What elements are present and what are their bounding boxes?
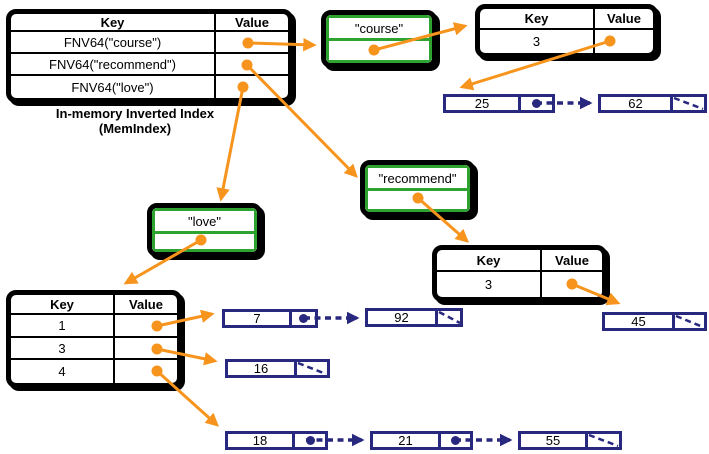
list-node-45-value: 45 — [605, 314, 675, 329]
list-node-92-value: 92 — [368, 310, 438, 325]
bucket-recommend: "recommend" — [360, 160, 475, 217]
memindex-caption-line2: (MemIndex) — [98, 121, 172, 136]
bucket-course-pointer-cell — [329, 41, 429, 60]
pointer-dot-icon — [451, 436, 460, 445]
memindex-caption: In-memory Inverted Index (MemIndex) — [15, 106, 255, 136]
postings-love-row-1: 1 — [11, 315, 177, 338]
list-node-55-null-pointer — [588, 434, 619, 447]
memindex-row-love: FNV64("love") — [11, 76, 288, 98]
postings-love-key-3: 3 — [11, 338, 115, 358]
postings-recommend-header-row: Key Value — [437, 250, 602, 272]
memindex-table: Key Value FNV64("course") FNV64("recomme… — [6, 9, 293, 103]
list-node-92: 92 — [365, 308, 463, 327]
list-node-25-value: 25 — [446, 96, 521, 111]
memindex-key-love: FNV64("love") — [11, 76, 216, 98]
postings-table-recommend: Key Value 3 — [432, 245, 607, 302]
postings-table-love: Key Value 1 3 4 — [6, 290, 182, 388]
memindex-value-course — [216, 32, 288, 52]
list-node-7-next-pointer — [292, 312, 315, 325]
bucket-love-pointer-cell — [155, 234, 254, 249]
list-node-92-null-pointer — [438, 311, 460, 324]
memindex-caption-line1: In-memory Inverted Index — [55, 106, 215, 121]
pointer-dot-icon — [305, 436, 315, 445]
memindex-header-key: Key — [11, 14, 216, 30]
list-node-18-next-pointer — [295, 434, 325, 447]
postings-love-value-1 — [115, 315, 177, 336]
bucket-course-label: "course" — [329, 18, 429, 41]
postings-recommend-header-value: Value — [555, 252, 589, 268]
list-node-7: 7 — [222, 309, 318, 328]
postings-love-header-row: Key Value — [11, 295, 177, 315]
postings-course-key-3: 3 — [480, 30, 595, 53]
list-node-16-value: 16 — [228, 361, 297, 376]
postings-love-value-4 — [115, 360, 177, 383]
list-node-18-value: 18 — [228, 433, 295, 448]
bucket-course: "course" — [321, 10, 437, 68]
postings-love-value-3 — [115, 338, 177, 358]
list-node-62-value: 62 — [601, 96, 673, 111]
postings-recommend-row-3: 3 — [437, 272, 602, 297]
memindex-header-value: Value — [235, 14, 269, 30]
postings-course-header-value: Value — [607, 11, 641, 26]
memindex-key-course: FNV64("course") — [11, 32, 216, 52]
bucket-love-label: "love" — [155, 211, 254, 234]
memindex-header-row: Key Value — [11, 14, 288, 32]
list-node-55: 55 — [518, 431, 622, 450]
bucket-recommend-label: "recommend" — [368, 168, 467, 191]
postings-love-key-4: 4 — [11, 360, 115, 383]
memindex-value-recommend — [216, 54, 288, 74]
list-node-18: 18 — [225, 431, 328, 450]
bucket-course-inner: "course" — [326, 15, 432, 63]
bucket-recommend-pointer-cell — [368, 191, 467, 209]
list-node-25-next-pointer — [521, 97, 552, 110]
postings-love-key-1: 1 — [11, 315, 115, 336]
memindex-row-course: FNV64("course") — [11, 32, 288, 54]
list-node-16-null-pointer — [297, 362, 327, 375]
list-node-62: 62 — [598, 94, 707, 113]
list-node-21: 21 — [370, 431, 473, 450]
list-node-16: 16 — [225, 359, 330, 378]
postings-course-header-row: Key Value — [480, 9, 653, 30]
bucket-love-inner: "love" — [152, 208, 257, 252]
postings-course-header-key: Key — [480, 9, 595, 28]
list-node-21-next-pointer — [441, 434, 470, 447]
memindex-value-love — [216, 76, 288, 98]
postings-course-value-3 — [595, 30, 653, 53]
memindex-key-recommend: FNV64("recommend") — [11, 54, 216, 74]
postings-course-row-3: 3 — [480, 30, 653, 53]
postings-love-header-value: Value — [129, 296, 163, 312]
postings-recommend-key-3: 3 — [437, 272, 542, 297]
list-node-45: 45 — [602, 312, 707, 331]
list-node-21-value: 21 — [373, 433, 441, 448]
memindex-row-recommend: FNV64("recommend") — [11, 54, 288, 76]
bucket-love: "love" — [147, 203, 262, 257]
postings-love-header-key: Key — [11, 295, 115, 313]
pointer-dot-icon — [299, 314, 308, 323]
list-node-25: 25 — [443, 94, 555, 113]
postings-table-course: Key Value 3 — [475, 4, 658, 58]
list-node-45-null-pointer — [675, 315, 704, 328]
list-node-62-null-pointer — [673, 97, 704, 110]
postings-recommend-header-key: Key — [437, 250, 542, 270]
postings-love-row-3: 3 — [11, 338, 177, 360]
list-node-7-value: 7 — [225, 311, 292, 326]
pointer-dot-icon — [532, 99, 541, 108]
postings-recommend-value-3 — [542, 272, 602, 297]
list-node-55-value: 55 — [521, 433, 588, 448]
bucket-recommend-inner: "recommend" — [365, 165, 470, 212]
postings-love-row-4: 4 — [11, 360, 177, 383]
